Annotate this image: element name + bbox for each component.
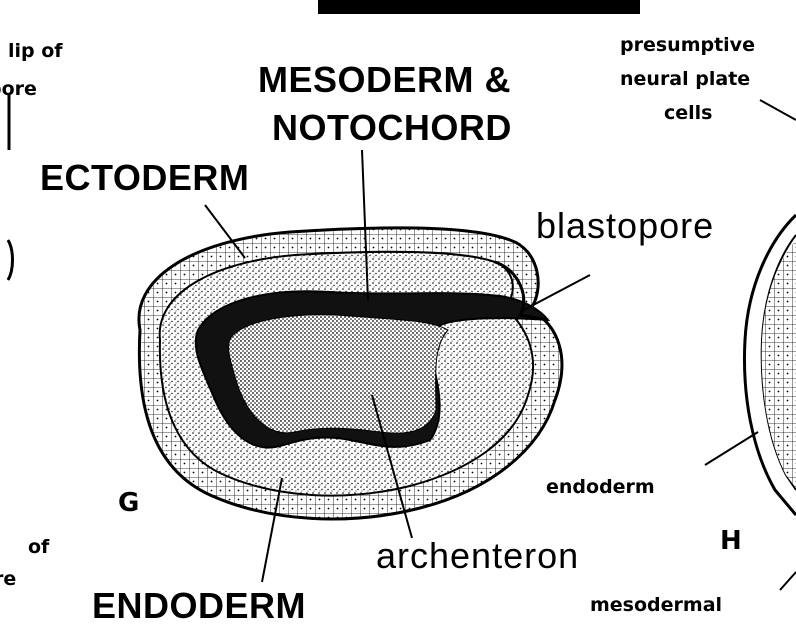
ectoderm-label: ECTODERM [40, 160, 249, 196]
lip-of-label: lip of [8, 42, 63, 61]
mesodermal-label: mesodermal [590, 596, 722, 615]
of-label: of [28, 538, 49, 557]
mesoderm-label-line2: NOTOCHORD [272, 110, 512, 146]
blastopore-label: blastopore [536, 208, 714, 244]
panel-g-label: G [118, 490, 139, 516]
cropped-title-fragment [318, 0, 640, 14]
presumptive-leader [760, 100, 796, 120]
mesodermal-leader [780, 572, 796, 590]
presumptive-label-line1: presumptive [620, 36, 755, 55]
presumptive-label-line3: cells [664, 104, 712, 123]
endoderm-label: ENDODERM [92, 588, 306, 624]
endoderm-small-label: endoderm [546, 478, 655, 497]
archenteron-label: archenteron [376, 538, 579, 574]
pore-label: pore [0, 80, 37, 99]
archenteron-cavity [229, 315, 448, 433]
re-label: re [0, 570, 16, 589]
mesoderm-label-line1: MESODERM & [258, 62, 511, 98]
panel-h-label: H [720, 528, 742, 554]
presumptive-label-line2: neural plate [620, 70, 750, 89]
endoderm-small-leader [705, 432, 758, 465]
